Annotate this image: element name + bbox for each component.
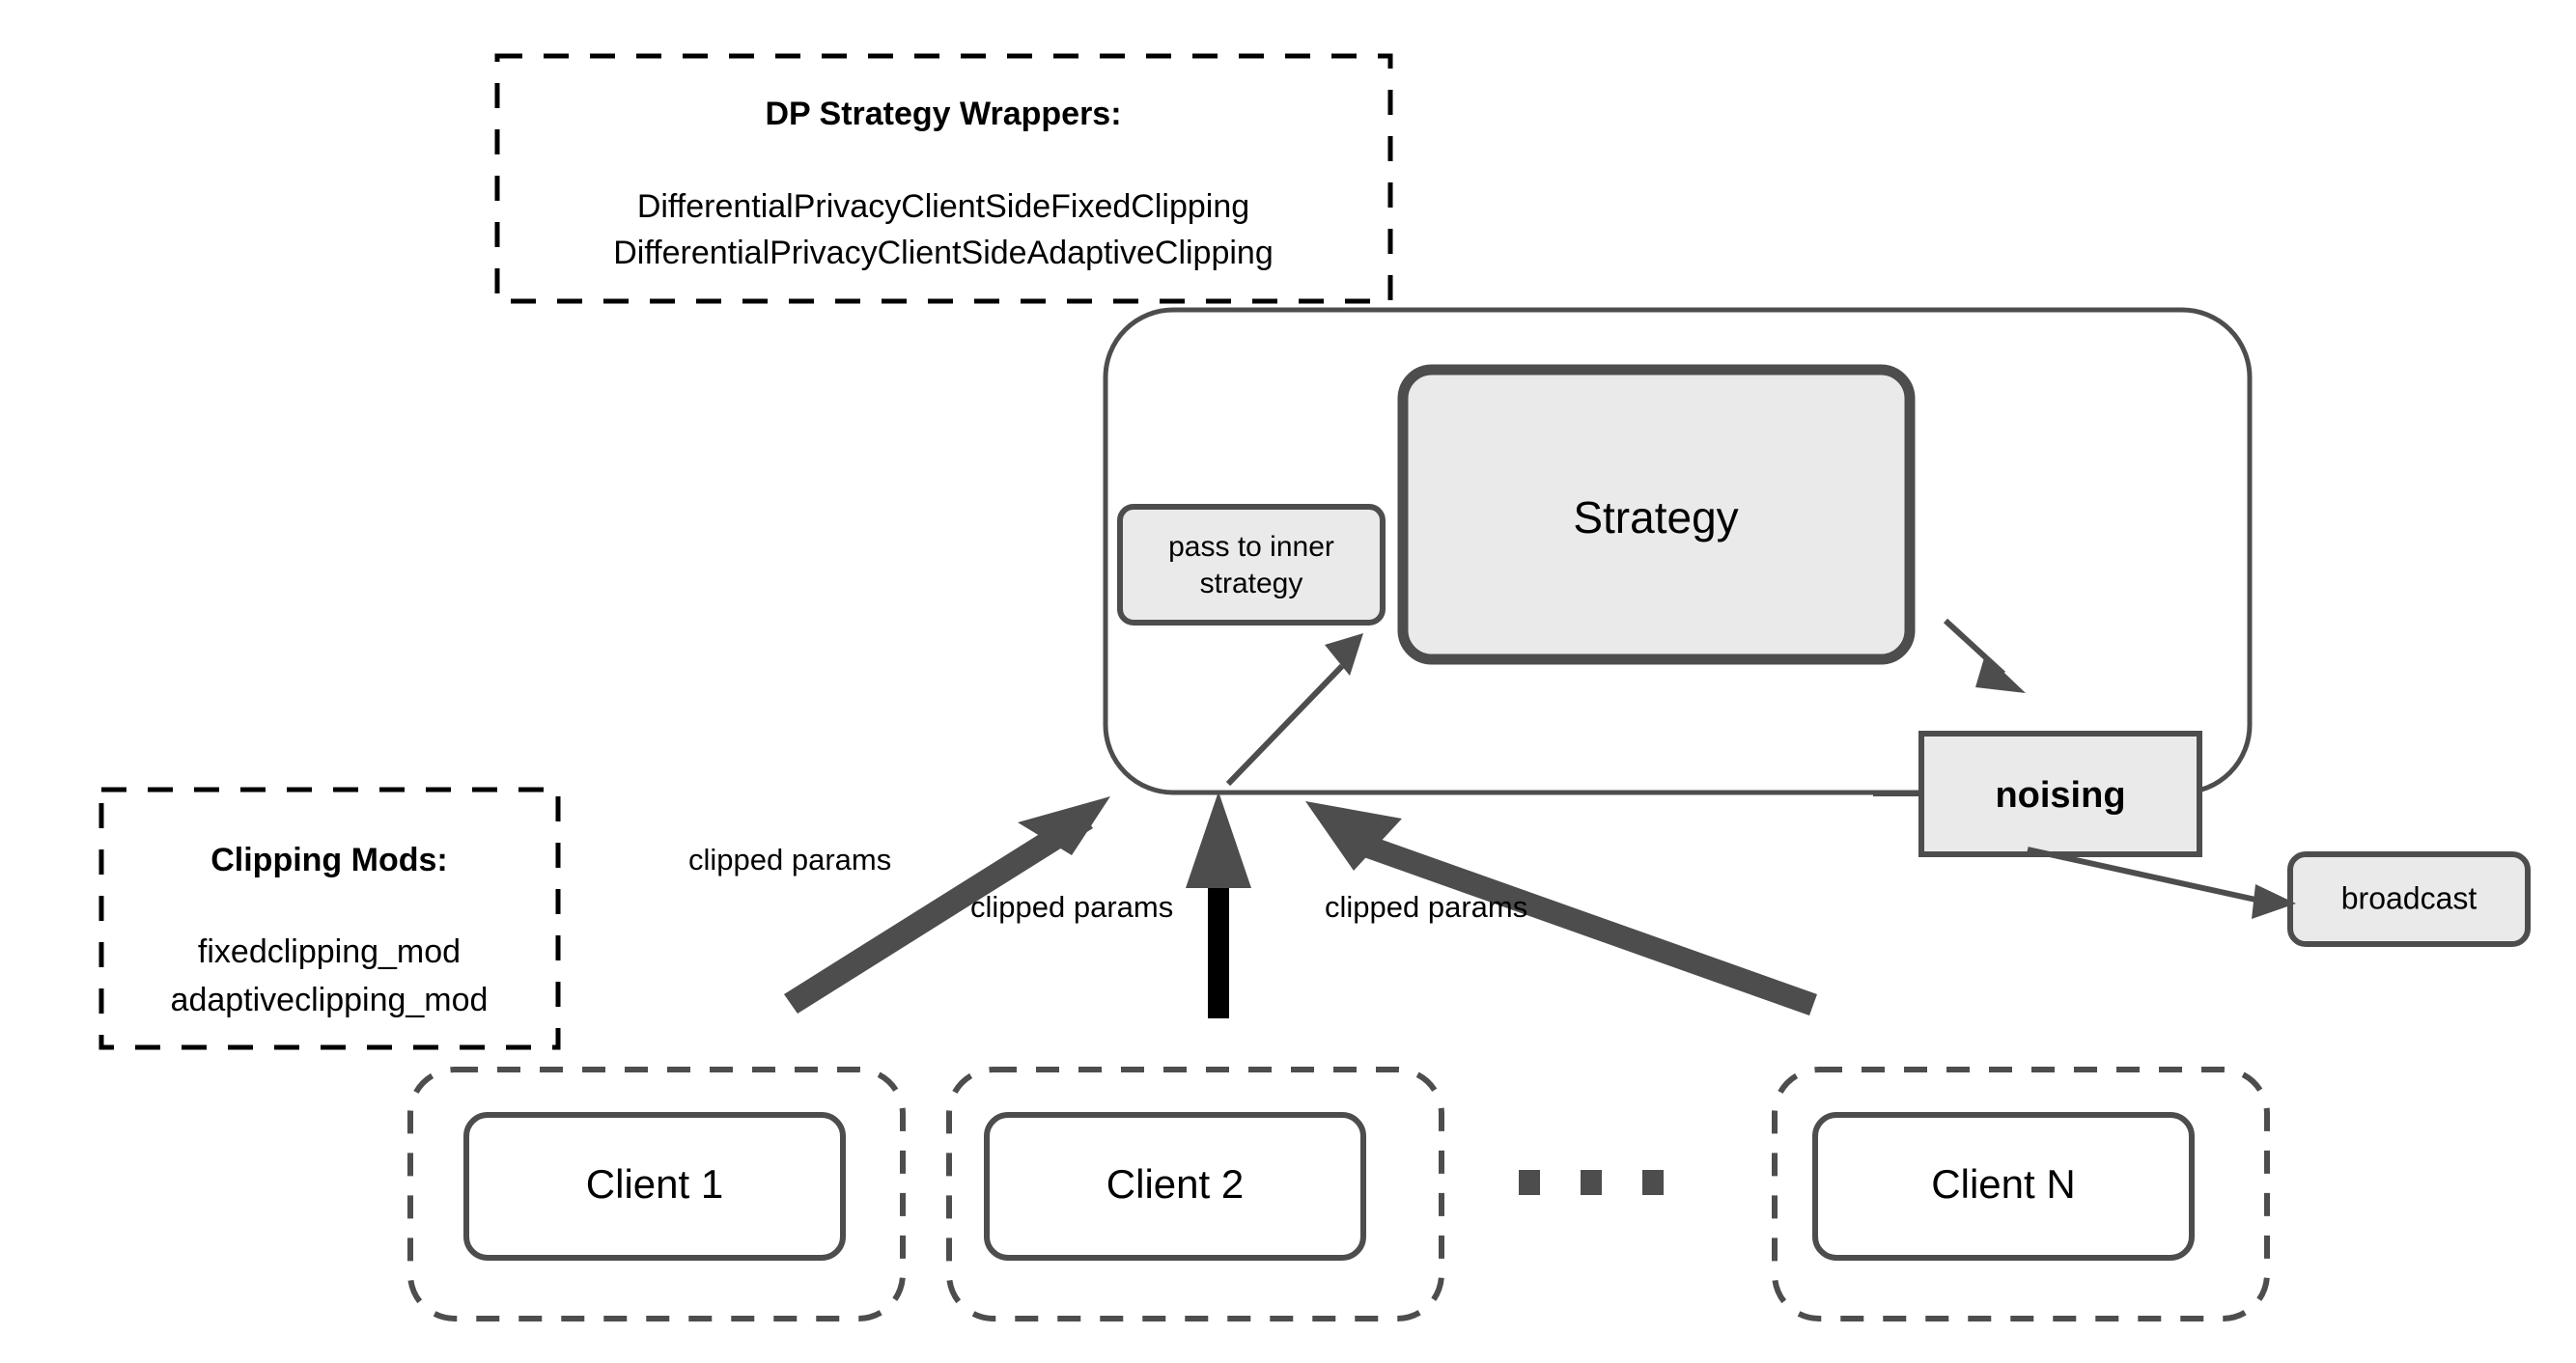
clipping-mod-item-0: fixedclipping_mod — [198, 933, 461, 970]
dp-wrapper-item-1: DifferentialPrivacyClientSideAdaptiveCli… — [613, 235, 1274, 271]
strategy-box — [1397, 364, 1916, 665]
arrow-client1-to-server — [784, 796, 1110, 1014]
client-label-2: Client 2 — [1106, 1161, 1244, 1207]
dp-strategy-wrappers-heading: DP Strategy Wrappers: — [765, 96, 1121, 132]
strategy-label: Strategy — [1573, 492, 1738, 542]
server-container — [1103, 307, 2253, 795]
clipped-params-label-2: clipped params — [970, 890, 1173, 924]
clipping-mods-box — [98, 787, 561, 1050]
client-label-n: Client N — [1931, 1161, 2075, 1207]
pass-to-inner-strategy-box — [1117, 504, 1386, 626]
client-dashed-container-1 — [407, 1067, 906, 1321]
arrow-client2-to-server — [1186, 792, 1251, 1018]
client-dashed-container-2 — [946, 1067, 1444, 1321]
clipped-params-label-3: clipped params — [1325, 890, 1527, 924]
arrow-clientn-to-server — [1305, 801, 1817, 1015]
client-box-n — [1812, 1112, 2195, 1261]
arrow-strategy-to-noising — [1943, 618, 2026, 693]
client-box-1 — [463, 1112, 846, 1261]
client-dashed-container-n — [1772, 1067, 2270, 1321]
arrow-noising-to-broadcast — [2027, 847, 2296, 919]
client-group-n: Client N — [1772, 1067, 2270, 1321]
noising-label: noising — [1995, 775, 2125, 816]
clipping-mod-item-1: adaptiveclipping_mod — [171, 982, 489, 1018]
clipped-params-label-1: clipped params — [688, 843, 891, 876]
ellipsis-icon — [1519, 1170, 1664, 1195]
client-box-2 — [984, 1112, 1366, 1261]
broadcast-box — [2287, 851, 2531, 947]
arrow-to-pass-to-inner-strategy — [1225, 633, 1363, 787]
client-label-1: Client 1 — [586, 1161, 723, 1207]
pass-to-inner-strategy-line2: strategy — [1200, 568, 1303, 599]
client-group-2: Client 2 — [946, 1067, 1444, 1321]
client-group-1: Client 1 — [407, 1067, 906, 1321]
dp-wrapper-item-0: DifferentialPrivacyClientSideFixedClippi… — [637, 188, 1249, 225]
dp-strategy-wrappers-box — [494, 53, 1393, 304]
pass-to-inner-strategy-line1: pass to inner — [1168, 531, 1334, 563]
broadcast-label: broadcast — [2341, 880, 2478, 915]
clipping-mods-heading: Clipping Mods: — [210, 842, 448, 878]
